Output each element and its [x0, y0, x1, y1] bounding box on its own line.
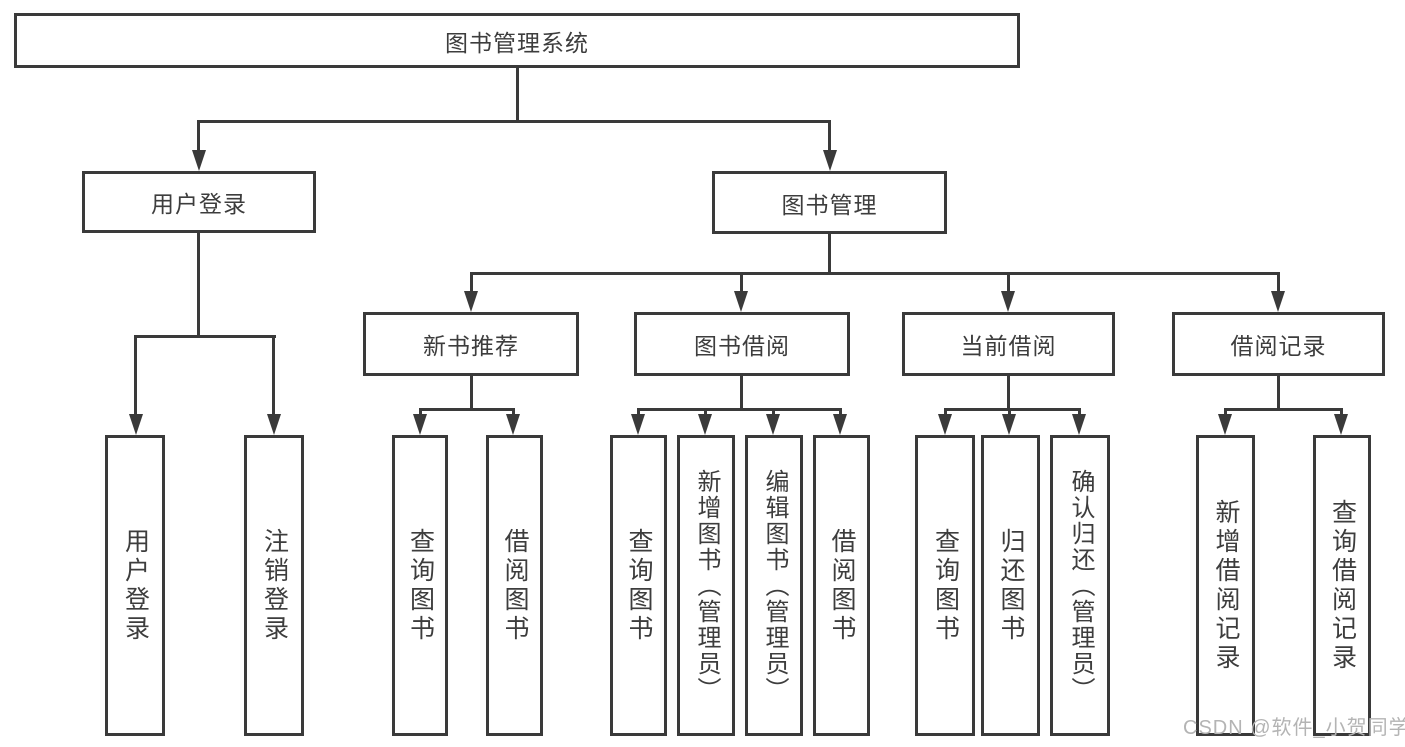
leaf-cb-confirm-return-admin-label: 确认归还（管理员） [1067, 468, 1094, 703]
node-root: 图书管理系统 [14, 13, 1020, 68]
arrowhead-down-icon [1002, 414, 1016, 435]
node-borrow-record: 借阅记录 [1172, 312, 1385, 376]
leaf-bb-borrow-books: 借阅图书 [813, 435, 870, 736]
connector-book-borrow-rail [637, 408, 842, 411]
connector-root-stem [516, 66, 519, 122]
connector-drop-user-login [197, 120, 200, 153]
leaf-logout-label: 注销登录 [260, 527, 289, 644]
node-user-login-label: 用户登录 [151, 191, 247, 217]
arrowhead-down-icon [766, 414, 780, 435]
connector-drop-book-mgmt [828, 120, 831, 153]
connector-root-rail [197, 120, 831, 123]
connector-drop-borrow-record [1277, 272, 1280, 293]
leaf-nbr-query-books: 查询图书 [392, 435, 448, 736]
connector-new-book-rec-stem [470, 374, 473, 410]
leaf-bb-add-books-admin: 新增图书（管理员） [677, 435, 735, 736]
node-current-borrow-label: 当前借阅 [960, 333, 1057, 359]
arrowhead-down-icon [464, 291, 478, 312]
arrowhead-down-icon [267, 414, 281, 435]
connector-drop-new-book-rec [470, 272, 473, 293]
leaf-bb-edit-books-admin: 编辑图书（管理员） [745, 435, 803, 736]
leaf-br-query-record-label: 查询借阅记录 [1328, 498, 1357, 673]
leaf-cb-query-books: 查询图书 [915, 435, 975, 736]
connector-drop-leaf-user-login [134, 335, 137, 416]
arrowhead-down-icon [1271, 291, 1285, 312]
connector-drop [637, 408, 640, 416]
node-book-mgmt-label: 图书管理 [781, 191, 878, 218]
arrowhead-down-icon [1072, 414, 1086, 435]
leaf-user-login-label: 用户登录 [121, 527, 150, 644]
connector-drop [1224, 408, 1227, 416]
node-user-login: 用户登录 [82, 171, 316, 233]
node-book-borrow: 图书借阅 [634, 312, 850, 376]
node-current-borrow: 当前借阅 [902, 312, 1115, 376]
connector-book-borrow-stem [740, 374, 743, 410]
arrowhead-down-icon [129, 414, 143, 435]
connector-drop-leaf-logout [272, 335, 275, 416]
leaf-nbr-query-books-label: 查询图书 [406, 527, 435, 644]
leaf-cb-return-books-label: 归还图书 [997, 527, 1025, 644]
leaf-user-login: 用户登录 [105, 435, 165, 736]
leaf-br-add-record: 新增借阅记录 [1196, 435, 1255, 736]
arrowhead-down-icon [823, 150, 837, 171]
leaf-cb-confirm-return-admin: 确认归还（管理员） [1050, 435, 1110, 736]
connector-drop [512, 408, 515, 416]
arrowhead-down-icon [1218, 414, 1232, 435]
connector-user-login-stem [197, 231, 200, 337]
connector-drop [839, 408, 842, 416]
arrowhead-down-icon [1001, 291, 1015, 312]
node-new-book-rec: 新书推荐 [363, 312, 579, 376]
connector-book-mgmt-stem [828, 232, 831, 274]
arrowhead-down-icon [192, 150, 206, 171]
connector-book-mgmt-rail [470, 272, 1280, 275]
leaf-logout: 注销登录 [244, 435, 304, 736]
connector-user-login-rail [134, 335, 276, 338]
connector-current-borrow-stem [1007, 374, 1010, 410]
arrowhead-down-icon [938, 414, 952, 435]
connector-drop [1340, 408, 1343, 416]
leaf-cb-return-books: 归还图书 [981, 435, 1040, 736]
connector-drop [1078, 408, 1081, 416]
connector-drop [704, 408, 707, 416]
node-new-book-rec-label: 新书推荐 [423, 333, 519, 359]
leaf-br-add-record-label: 新增借阅记录 [1212, 498, 1240, 673]
leaf-cb-query-books-label: 查询图书 [931, 527, 960, 644]
arrowhead-down-icon [833, 414, 847, 435]
node-book-mgmt: 图书管理 [712, 171, 947, 234]
leaf-bb-add-books-admin-label: 新增图书（管理员） [693, 468, 720, 703]
leaf-br-query-record: 查询借阅记录 [1313, 435, 1371, 736]
arrowhead-down-icon [734, 291, 748, 312]
connector-borrow-record-stem [1277, 374, 1280, 410]
arrowhead-down-icon [1334, 414, 1348, 435]
leaf-bb-borrow-books-label: 借阅图书 [828, 527, 856, 644]
node-root-label: 图书管理系统 [445, 29, 589, 56]
arrowhead-down-icon [413, 414, 427, 435]
connector-current-borrow-rail [944, 408, 1081, 411]
connector-drop [944, 408, 947, 416]
leaf-nbr-borrow-books: 借阅图书 [486, 435, 543, 736]
connector-drop [419, 408, 422, 416]
arrowhead-down-icon [631, 414, 645, 435]
arrowhead-down-icon [506, 414, 520, 435]
leaf-nbr-borrow-books-label: 借阅图书 [501, 527, 529, 644]
connector-drop [1008, 408, 1011, 416]
arrowhead-down-icon [698, 414, 712, 435]
connector-borrow-record-rail [1224, 408, 1343, 411]
leaf-bb-edit-books-admin-label: 编辑图书（管理员） [761, 468, 788, 703]
node-book-borrow-label: 图书借阅 [694, 333, 790, 359]
connector-drop-current-borrow [1007, 272, 1010, 293]
leaf-bb-query-books-label: 查询图书 [625, 527, 653, 644]
csdn-watermark: CSDN @软件_小贺同学 [1183, 717, 1405, 739]
connector-new-book-rec-rail [419, 408, 515, 411]
connector-drop [772, 408, 775, 416]
connector-drop-book-borrow [740, 272, 743, 293]
node-borrow-record-label: 借阅记录 [1230, 333, 1327, 359]
leaf-bb-query-books: 查询图书 [610, 435, 667, 736]
